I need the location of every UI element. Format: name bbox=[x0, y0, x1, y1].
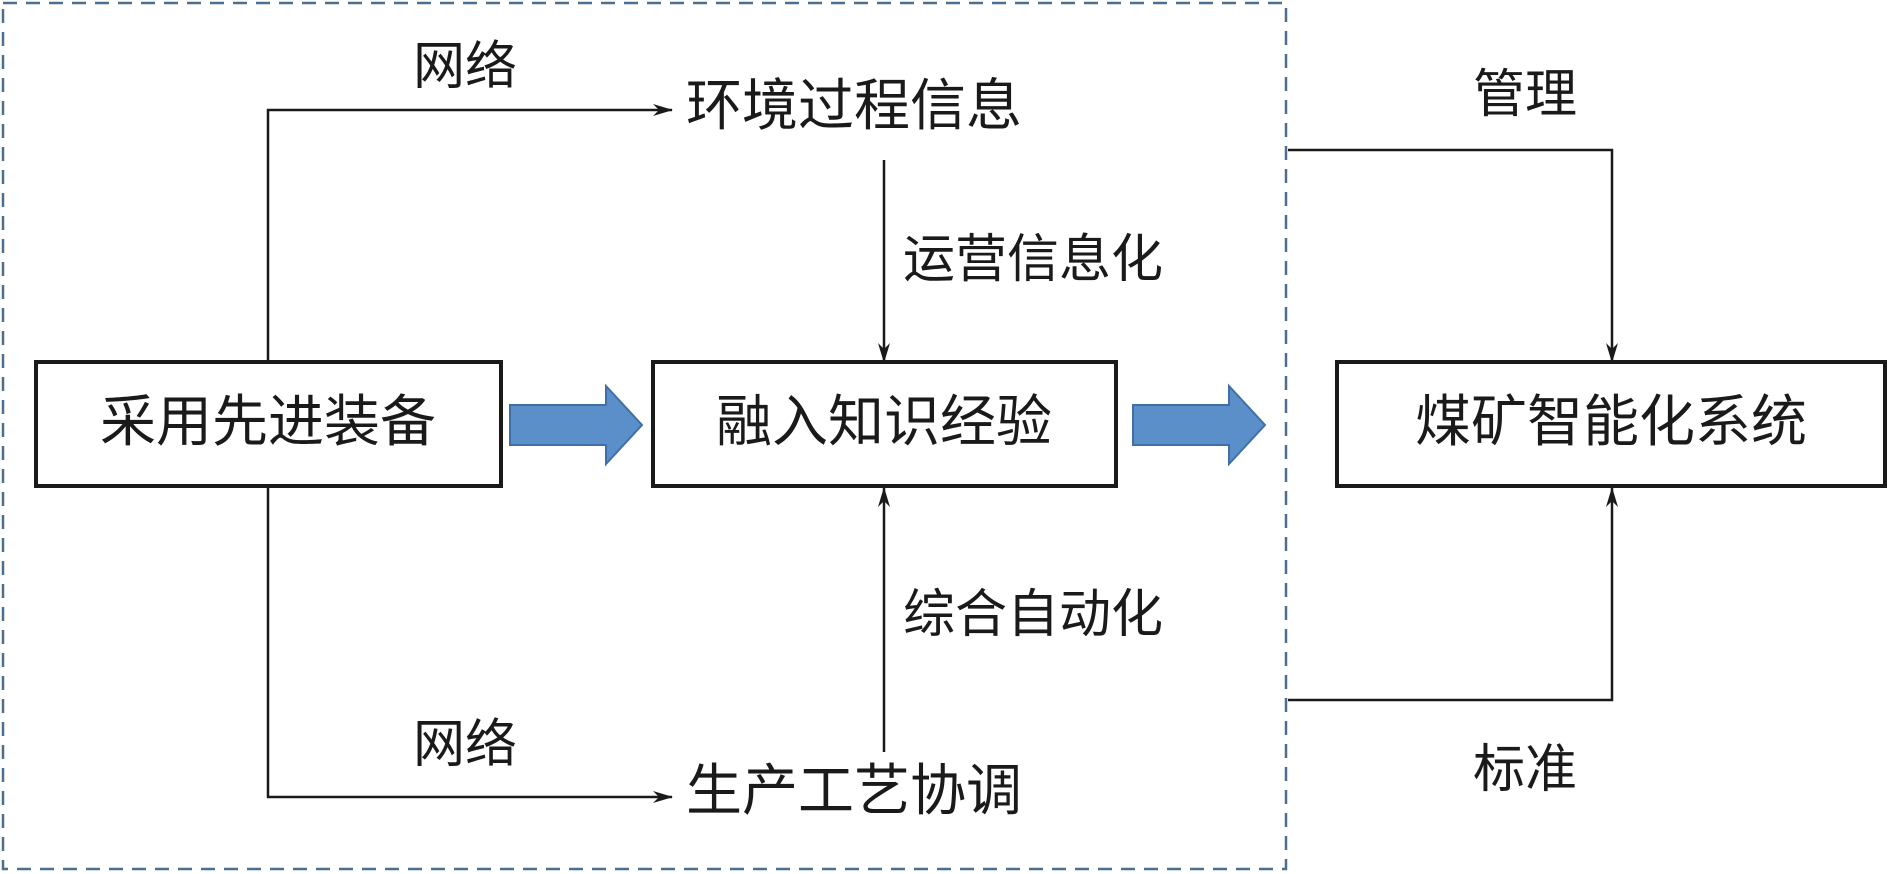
intelligent-system-box: 煤矿智能化系统 bbox=[1335, 360, 1887, 488]
equipment-box-label: 采用先进装备 bbox=[100, 390, 436, 455]
production-process-coordination-label: 生产工艺协调 bbox=[686, 759, 1022, 824]
network-label-top: 网络 bbox=[413, 37, 517, 97]
network-label-bottom: 网络 bbox=[413, 715, 517, 775]
intelligent-system-box-label: 煤矿智能化系统 bbox=[1415, 390, 1807, 455]
knowledge-box-label: 融入知识经验 bbox=[716, 390, 1052, 455]
standard-label: 标准 bbox=[1473, 740, 1577, 800]
equipment-to-environment-connector bbox=[266, 104, 673, 360]
operation-informatization-label: 运营信息化 bbox=[903, 230, 1163, 290]
knowledge-to-system-block-arrow bbox=[1132, 383, 1267, 467]
integrated-automation-label: 综合自动化 bbox=[903, 585, 1163, 645]
equipment-box: 采用先进装备 bbox=[34, 360, 503, 488]
standard-connector bbox=[1288, 487, 1618, 702]
equipment-to-knowledge-block-arrow bbox=[509, 383, 644, 467]
equipment-to-production-connector bbox=[266, 488, 673, 803]
management-connector bbox=[1288, 148, 1618, 363]
environment-process-info-label: 环境过程信息 bbox=[686, 74, 1022, 139]
knowledge-box: 融入知识经验 bbox=[651, 360, 1118, 488]
management-label: 管理 bbox=[1473, 65, 1577, 125]
dashed-boundary-frame bbox=[1, 1, 1288, 871]
